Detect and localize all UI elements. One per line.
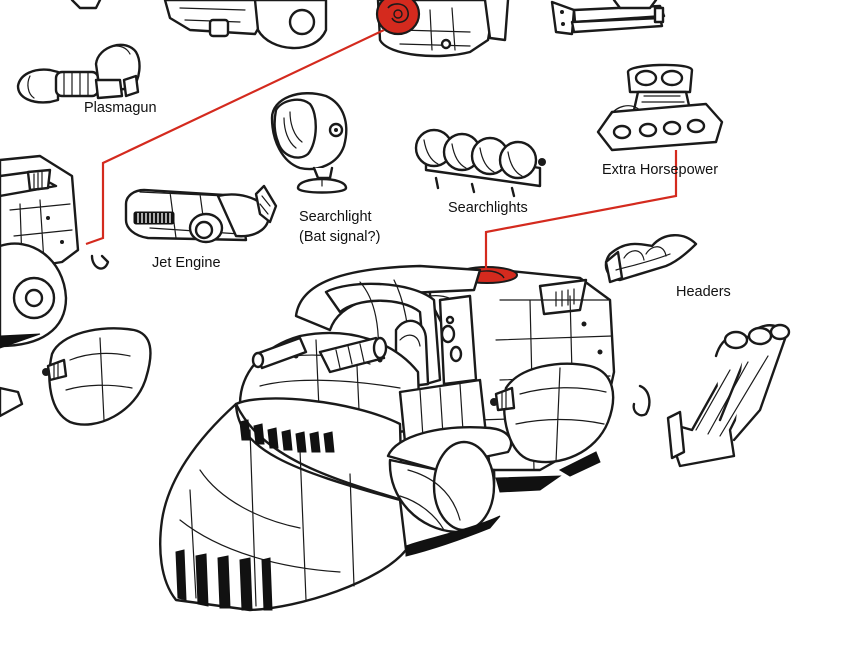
label-searchlights: Searchlights (448, 200, 528, 216)
callout-line-dome (85, 29, 385, 246)
label-searchlight-note: (Bat signal?) (299, 229, 381, 245)
plasmagun-sketch (16, 43, 141, 104)
label-headers: Headers (676, 284, 731, 300)
callout-line-horsepower (484, 150, 678, 270)
searchlights-sketch (414, 128, 546, 198)
jet-engine-sketch (124, 184, 278, 244)
main-vehicle-sketch (159, 264, 651, 612)
left-fender-pod (42, 327, 152, 426)
top-right-part (550, 0, 666, 36)
label-plasmagun: Plasmagun (84, 100, 157, 116)
searchlight-sketch (270, 92, 348, 194)
label-searchlight: Searchlight (299, 209, 372, 225)
headers-small-sketch (604, 234, 698, 284)
nose-slots (175, 549, 273, 611)
extra-horsepower-sketch (596, 63, 724, 152)
top-left-vehicle-part (70, 0, 328, 50)
callout-lines (85, 29, 678, 270)
label-extra-horsepower: Extra Horsepower (602, 162, 719, 178)
hood-vents (239, 419, 335, 453)
left-vehicle-sketch (0, 154, 110, 418)
top-dome-body (375, 0, 510, 58)
headers-large-sketch (666, 323, 791, 468)
label-jet-engine: Jet Engine (152, 255, 221, 271)
red-dome-cap (375, 0, 421, 36)
